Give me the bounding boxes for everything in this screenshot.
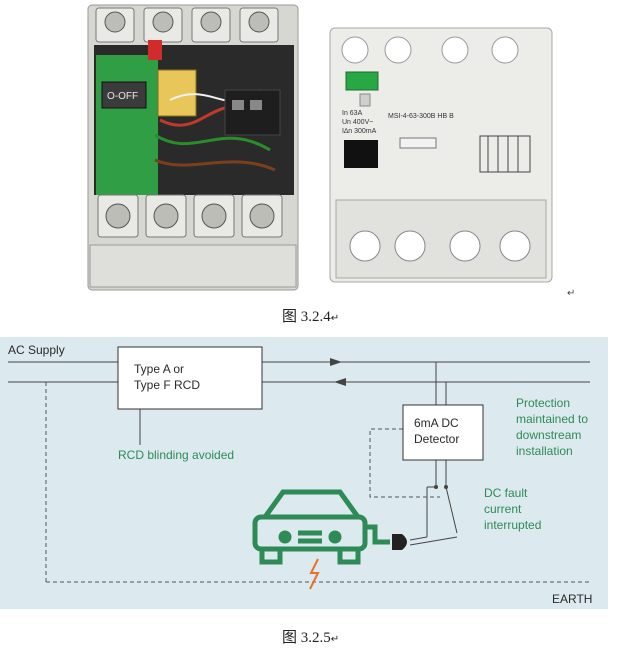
off-switch	[101, 81, 147, 109]
dc-fault-note: DC fault current interrupted	[484, 486, 542, 532]
return-mark: ↵	[567, 288, 576, 299]
figure-caption-1: 图 3.2.4↵	[282, 305, 339, 326]
test-button	[345, 71, 379, 91]
return-mark: ↵	[330, 313, 340, 324]
rcd-blinding-note: RCD blinding avoided	[118, 448, 235, 462]
ac-supply-label: AC Supply	[8, 343, 65, 357]
figure-caption-2: 图 3.2.5↵	[282, 626, 339, 647]
rcd-dc-detector-diagram: AC Supply Type A or Type F RCD 6mA DC De…	[0, 337, 608, 609]
rcd-box	[117, 346, 263, 410]
detector-box	[402, 404, 484, 461]
rating-line: Un 400V~	[342, 119, 373, 126]
switch-label: O-OFF	[107, 91, 138, 102]
rcd-product-photo: O-OFF	[60, 0, 570, 300]
open-rcd-device: O-OFF	[87, 4, 299, 291]
model-number: MSI-4-63-300B HB B	[388, 113, 454, 120]
caption-text: 图 3.2.4	[282, 309, 331, 325]
rating-line: I∆n 300mA	[342, 128, 377, 135]
diagram-lines	[8, 346, 590, 590]
fault-lightning-icon	[309, 558, 320, 590]
svg-text:In 63A Un 400V~: In 63A Un 400V~ I∆n 300mA	[342, 110, 377, 135]
protection-note: Protection maintained to downstream inst…	[516, 396, 589, 458]
caption-text: 图 3.2.5	[282, 630, 331, 646]
arrow-right-icon	[330, 358, 342, 366]
toggle-window	[344, 140, 378, 168]
rcd-box-label: Type A or Type F RCD	[134, 362, 201, 392]
electric-car-icon	[252, 489, 390, 565]
rating-line: In 63A	[342, 110, 363, 117]
rcd-devices-illustration: O-OFF	[87, 4, 553, 291]
closed-rcd-device: In 63A Un 400V~ I∆n 300mA MSI-4-63-300B …	[329, 27, 553, 283]
arrow-left-icon	[334, 378, 346, 386]
plug-icon	[392, 534, 407, 550]
detector-label: 6mA DC Detector	[414, 416, 460, 446]
earth-label: EARTH	[552, 592, 593, 606]
return-mark: ↵	[330, 634, 340, 645]
